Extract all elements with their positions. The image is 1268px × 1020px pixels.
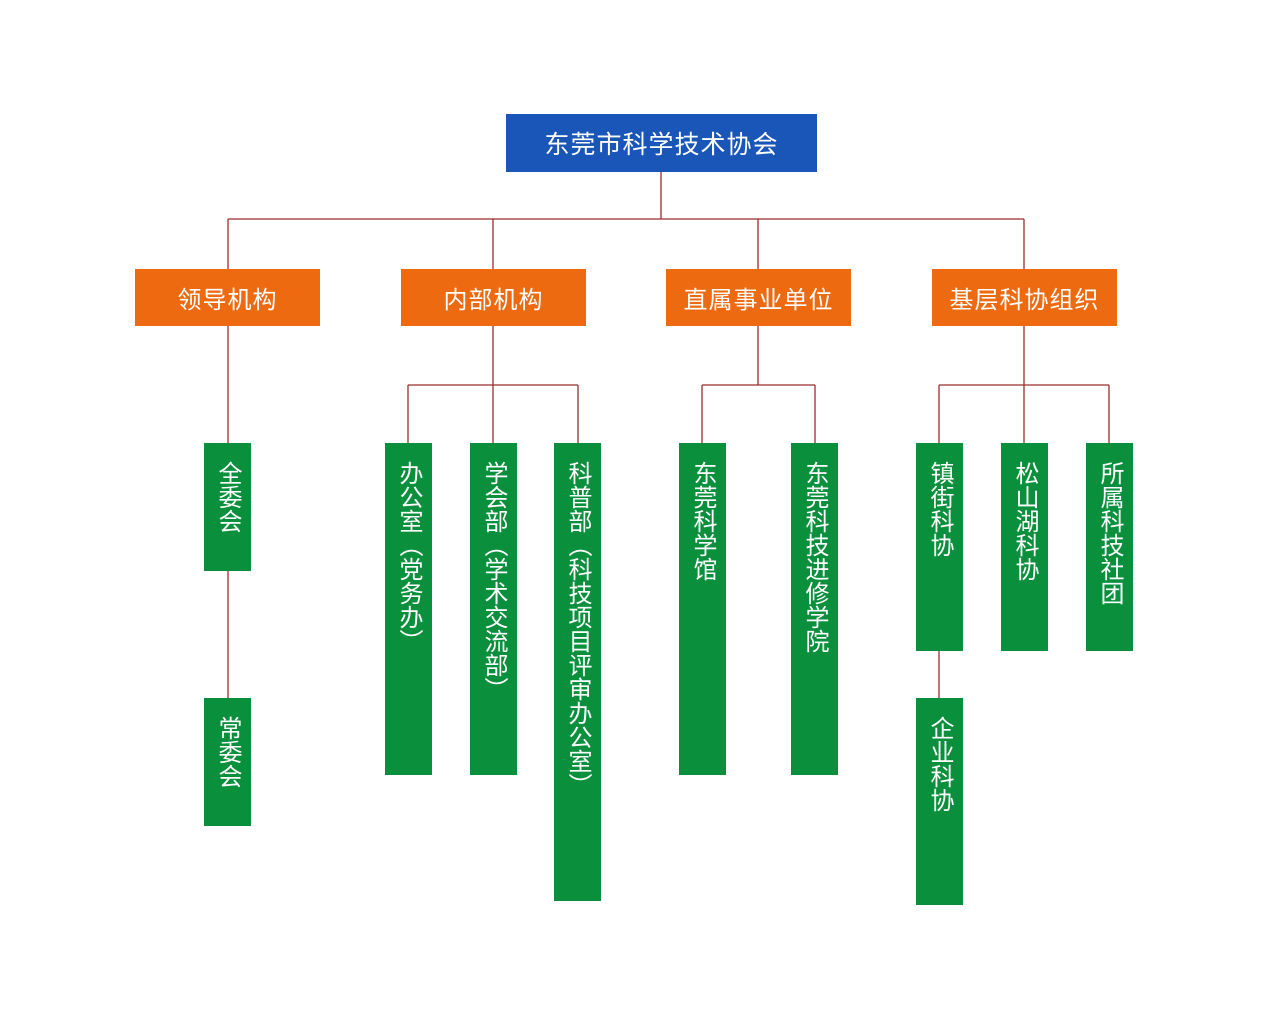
leaf-general-office: 办公室（党务办）: [385, 443, 432, 775]
category-leadership: 领导机构: [135, 269, 320, 326]
leaf-society-dept: 学会部（学术交流部）: [470, 443, 517, 775]
leaf-songshan-lake-association: 松山湖科协: [1001, 443, 1048, 651]
leaf-tech-societies: 所属科技社团: [1086, 443, 1133, 651]
leaf-town-association: 镇街科协: [916, 443, 963, 651]
leaf-tech-college: 东莞科技进修学院: [791, 443, 838, 775]
leaf-standing-committee: 常委会: [204, 698, 251, 826]
leaf-science-museum: 东莞科学馆: [679, 443, 726, 775]
leaf-enterprise-association: 企业科协: [916, 698, 963, 905]
leaf-science-popularization-dept: 科普部（科技项目评审办公室）: [554, 443, 601, 901]
category-grassroots: 基层科协组织: [932, 269, 1117, 326]
category-affiliated-units: 直属事业单位: [666, 269, 851, 326]
leaf-plenary-committee: 全委会: [204, 443, 251, 571]
root-node: 东莞市科学技术协会: [506, 114, 817, 172]
category-internal: 内部机构: [401, 269, 586, 326]
